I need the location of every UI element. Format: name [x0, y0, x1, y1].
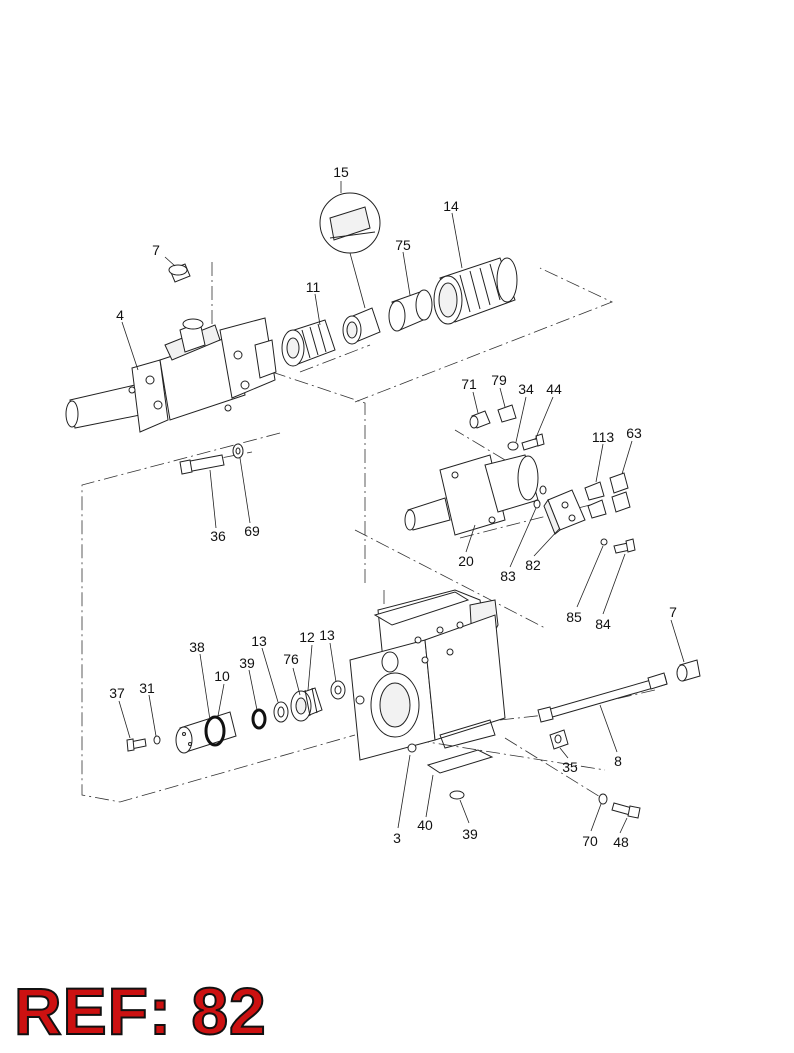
part-34-washer	[507, 441, 519, 451]
callout-44: 44	[546, 381, 562, 397]
part-7-plug-top	[168, 263, 191, 283]
part-82-valve-block	[543, 489, 586, 535]
callout-113: 113	[592, 429, 615, 445]
reference-label: REF: 82	[13, 974, 267, 1048]
callout-7-top: 7	[152, 242, 160, 258]
callout-85: 85	[566, 609, 582, 625]
callout-13-left: 13	[251, 633, 267, 649]
part-31-washer	[153, 735, 161, 745]
callout-79: 79	[491, 372, 507, 388]
part-14-coupling-sleeve	[433, 257, 518, 325]
part-40-gasket	[426, 749, 494, 774]
callout-20: 20	[458, 553, 474, 569]
part-39-o-ring-bottom	[449, 790, 465, 800]
callout-82: 82	[525, 557, 541, 573]
part-3-main-housing	[349, 589, 506, 761]
part-70-washer	[598, 793, 608, 805]
callout-35: 35	[562, 759, 578, 775]
callout-48: 48	[613, 834, 629, 850]
part-71-fitting	[469, 410, 491, 429]
callout-38: 38	[189, 639, 205, 655]
part-10-o-ring	[204, 715, 226, 747]
part-69-washer	[232, 443, 244, 459]
callout-84: 84	[595, 616, 611, 632]
callout-12: 12	[299, 629, 315, 645]
callout-63: 63	[626, 425, 642, 441]
part-79-nut	[497, 404, 517, 423]
callout-31: 31	[139, 680, 155, 696]
callout-40: 40	[417, 817, 433, 833]
callout-34: 34	[518, 381, 534, 397]
part-15-ring	[342, 307, 381, 345]
callout-13-right: 13	[319, 627, 335, 643]
part-13-washer-right	[330, 680, 346, 700]
part-36-bolt	[179, 454, 225, 475]
callout-39-left: 39	[239, 655, 255, 671]
callout-8: 8	[614, 753, 622, 769]
callout-75: 75	[395, 237, 411, 253]
part-113-fitting	[584, 481, 607, 519]
part-83-o-rings	[533, 485, 547, 509]
part-76-12-gear	[290, 687, 323, 722]
part-48-bolt	[611, 802, 641, 819]
part-63-cap	[609, 472, 631, 513]
callout-83: 83	[500, 568, 516, 584]
part-84-bolt	[613, 538, 636, 554]
part-13-washer-left	[273, 701, 289, 723]
callout-15: 15	[333, 164, 349, 180]
callout-36: 36	[210, 528, 226, 544]
callout-76: 76	[283, 651, 299, 667]
callout-14: 14	[443, 198, 459, 214]
part-44-screw	[521, 433, 545, 451]
part-39-o-ring	[251, 708, 267, 730]
leader-lines	[118, 181, 685, 834]
callout-11: 11	[306, 279, 321, 295]
part-37-screw	[126, 738, 147, 752]
callout-37: 37	[109, 685, 125, 701]
callout-39-bottom: 39	[462, 826, 478, 842]
part-15-seal-detail	[319, 192, 381, 254]
callout-70: 70	[582, 833, 598, 849]
callout-10: 10	[214, 668, 230, 684]
callout-71: 71	[461, 376, 477, 392]
part-7-plug-right	[676, 659, 701, 682]
callout-4: 4	[116, 307, 124, 323]
part-35-nut	[549, 729, 569, 750]
part-11-gear	[281, 319, 336, 367]
part-4-hydraulic-pump	[65, 317, 277, 433]
callout-7-right: 7	[669, 604, 677, 620]
part-8-tie-rod	[537, 672, 668, 723]
callout-3: 3	[393, 830, 401, 846]
callout-labels: 15 14 7 75 11 4 71 79 34 44 113 63 36 69…	[109, 164, 677, 850]
callout-69: 69	[244, 523, 260, 539]
part-85-washer	[600, 538, 608, 546]
part-75-sleeve	[388, 289, 433, 332]
